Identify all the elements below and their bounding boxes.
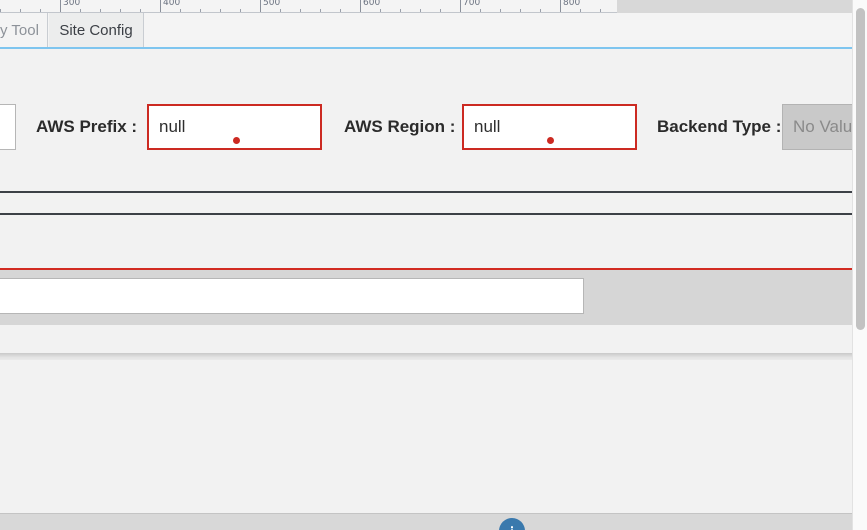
ruler-tick-label: 400 [163,0,181,8]
footer-divider [0,513,852,514]
form-row: AWS Prefix : null AWS Region : null Back… [0,104,867,164]
wide-text-input[interactable] [0,278,584,314]
ruler-minor-tick [320,9,321,13]
tab-bar: y Tool Site Config [0,13,867,48]
ruler-minor-tick [280,9,281,13]
ruler-minor-tick [220,9,221,13]
ruler-minor-tick [80,9,81,13]
ruler-minor-tick [180,9,181,13]
ruler-inactive-region [617,0,867,13]
ruler-minor-tick [500,9,501,13]
ruler-ticks: 300 400 500 600 700 800 [0,0,617,13]
ruler-minor-tick [440,9,441,13]
ruler-minor-tick [40,9,41,13]
ruler-minor-tick [480,9,481,13]
lower-panel [0,360,852,513]
ruler-minor-tick [100,9,101,13]
ruler-minor-tick [600,9,601,13]
ruler-minor-tick [120,9,121,13]
aws-prefix-error-marker [233,137,240,144]
panel-shadow-divider [0,353,852,363]
ruler-baseline [0,12,617,13]
vertical-scrollbar[interactable] [852,0,867,530]
ruler-major-tick [460,0,461,13]
ruler-minor-tick [520,9,521,13]
ruler-minor-tick [0,9,1,13]
tab-tool[interactable]: y Tool [0,13,48,48]
tab-site-config[interactable]: Site Config [49,13,144,48]
ruler-major-tick [360,0,361,13]
ruler-tick-label: 700 [463,0,481,8]
ruler-tick-label: 300 [63,0,81,8]
ruler-minor-tick [400,9,401,13]
tab-bar-empty-area [145,13,867,48]
ruler-minor-tick [380,9,381,13]
info-circle-icon[interactable] [499,518,525,530]
input-band [0,270,852,325]
horizontal-ruler: 300 400 500 600 700 800 [0,0,617,13]
tab-active-underline [0,47,852,49]
section-divider-top [0,191,852,193]
ruler-minor-tick [420,9,421,13]
ruler-major-tick [560,0,561,13]
ruler-minor-tick [300,9,301,13]
section-divider-error [0,268,852,270]
ruler-minor-tick [20,9,21,13]
ruler-tick-label: 600 [363,0,381,8]
aws-region-label: AWS Region : [344,117,456,136]
aws-region-error-marker [547,137,554,144]
ruler-minor-tick [200,9,201,13]
section-divider-middle [0,213,852,215]
footer-band [0,514,852,530]
ruler-tick-label: 800 [563,0,581,8]
ruler-minor-tick [240,9,241,13]
vertical-scrollbar-thumb[interactable] [856,8,865,330]
ruler-major-tick [60,0,61,13]
ruler-major-tick [160,0,161,13]
backend-type-label: Backend Type : [657,117,782,136]
ruler-minor-tick [140,9,141,13]
ruler-tick-label: 500 [263,0,281,8]
ruler-major-tick [260,0,261,13]
aws-prefix-label: AWS Prefix : [36,117,138,136]
clipped-left-input[interactable] [0,104,16,150]
ruler-minor-tick [540,9,541,13]
config-form-panel: AWS Prefix : null AWS Region : null Back… [0,49,867,353]
ruler-minor-tick [580,9,581,13]
ruler-minor-tick [340,9,341,13]
